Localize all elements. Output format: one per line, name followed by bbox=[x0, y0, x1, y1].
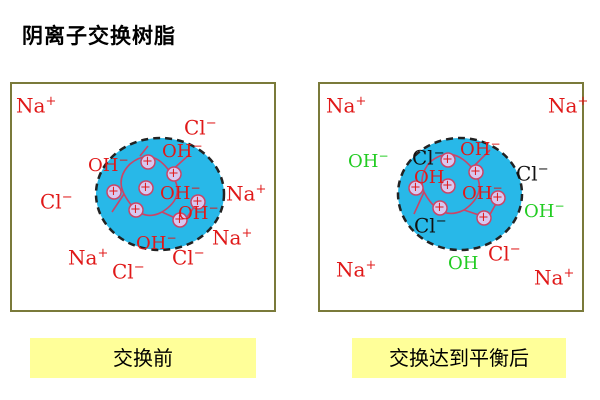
released-hydroxide-ion: OH− bbox=[524, 199, 565, 222]
panel-after-equilibrium: + + + + + + + Na+ Na+ Na+ Na+ OH− OH− OH… bbox=[318, 82, 588, 312]
fixed-site-plus: + bbox=[478, 210, 489, 225]
sodium-ion: Na+ bbox=[212, 225, 253, 250]
fixed-site-plus: + bbox=[410, 180, 421, 195]
fixed-site-plus: + bbox=[492, 190, 503, 205]
panel-before-exchange: + + + + + + + Na+ Na+ Na+ Na+ Cl− Cl− Cl… bbox=[10, 82, 276, 312]
sodium-ion: Na+ bbox=[16, 93, 57, 118]
fixed-site-plus: + bbox=[108, 184, 119, 199]
sodium-ion: Na+ bbox=[548, 93, 589, 118]
chloride-ion: Cl− bbox=[488, 241, 521, 266]
hydroxide-ion: OH− bbox=[160, 181, 201, 204]
hydroxide-ion: OH− bbox=[88, 153, 129, 176]
sodium-ion: Na+ bbox=[226, 181, 267, 206]
sodium-ion: Na+ bbox=[534, 265, 575, 290]
fixed-site-plus: + bbox=[442, 152, 453, 167]
chloride-ion: Cl− bbox=[112, 259, 145, 284]
fixed-site-plus: + bbox=[470, 164, 481, 179]
fixed-site-plus: + bbox=[192, 194, 203, 209]
caption-after-equilibrium: 交换达到平衡后 bbox=[352, 338, 566, 378]
fixed-cation-sites bbox=[408, 152, 506, 226]
fixed-site-plus: + bbox=[174, 212, 185, 227]
page-title: 阴离子交换树脂 bbox=[22, 24, 176, 48]
hydroxide-ion: OH bbox=[414, 167, 445, 188]
hydroxide-ion: OH− bbox=[462, 181, 503, 204]
sodium-ion: Na+ bbox=[326, 93, 367, 118]
resin-bead-after bbox=[396, 136, 524, 252]
hydroxide-ion: OH− bbox=[178, 201, 219, 224]
fixed-site-plus: + bbox=[168, 166, 179, 181]
hydroxide-ion: OH− bbox=[136, 231, 177, 254]
hydroxide-ion: OH− bbox=[460, 137, 501, 160]
resin-bead-before bbox=[94, 136, 226, 252]
caption-before-exchange: 交换前 bbox=[30, 338, 256, 378]
sodium-ion: Na+ bbox=[68, 245, 109, 270]
chloride-ion: Cl− bbox=[40, 189, 73, 214]
fixed-site-plus: + bbox=[140, 180, 151, 195]
fixed-site-plus: + bbox=[434, 200, 445, 215]
captured-chloride-ion: Cl− bbox=[414, 213, 447, 238]
sodium-ion: Na+ bbox=[336, 257, 377, 282]
released-hydroxide-ion: OH− bbox=[348, 149, 389, 172]
released-hydroxide-ion: OH bbox=[448, 253, 479, 274]
captured-chloride-ion: Cl− bbox=[412, 145, 445, 170]
fixed-site-plus: + bbox=[142, 154, 153, 169]
fixed-site-plus: + bbox=[130, 202, 141, 217]
fixed-site-plus: + bbox=[442, 178, 453, 193]
chloride-ion: Cl− bbox=[184, 115, 217, 140]
captured-chloride-ion: Cl− bbox=[516, 161, 549, 186]
fixed-cation-sites bbox=[106, 154, 206, 228]
hydroxide-ion: OH− bbox=[162, 139, 203, 162]
chloride-ion: Cl− bbox=[172, 245, 205, 270]
